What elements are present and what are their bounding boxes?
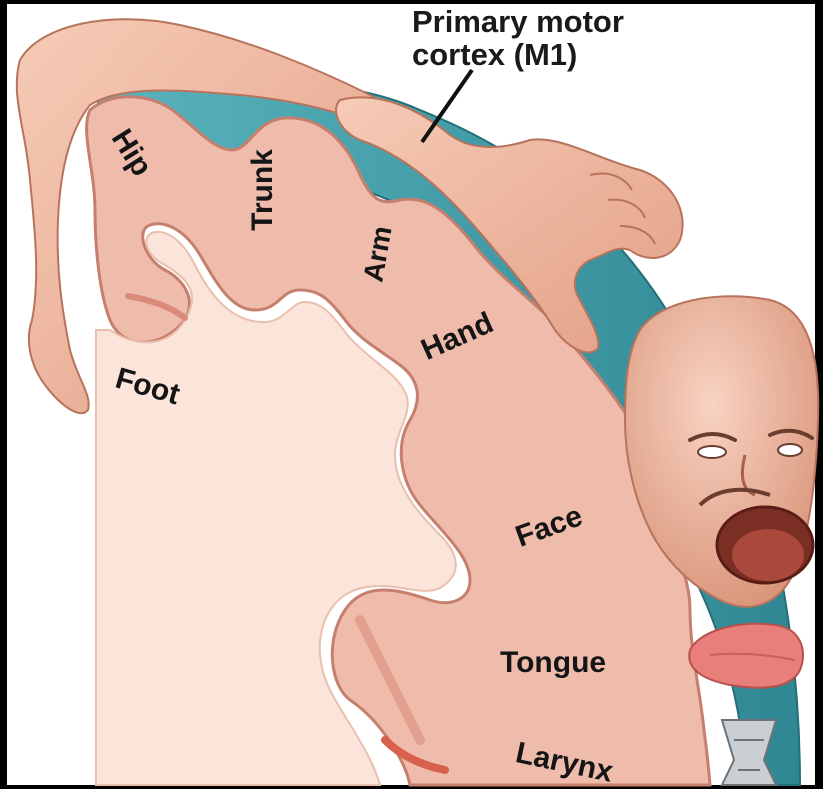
- label-trunk: Trunk: [248, 149, 278, 231]
- title-line-2: cortex (M1): [412, 39, 624, 72]
- label-tongue: Tongue: [500, 648, 606, 678]
- title-line-1: Primary motor: [412, 6, 624, 39]
- diagram-title: Primary motor cortex (M1): [412, 6, 624, 71]
